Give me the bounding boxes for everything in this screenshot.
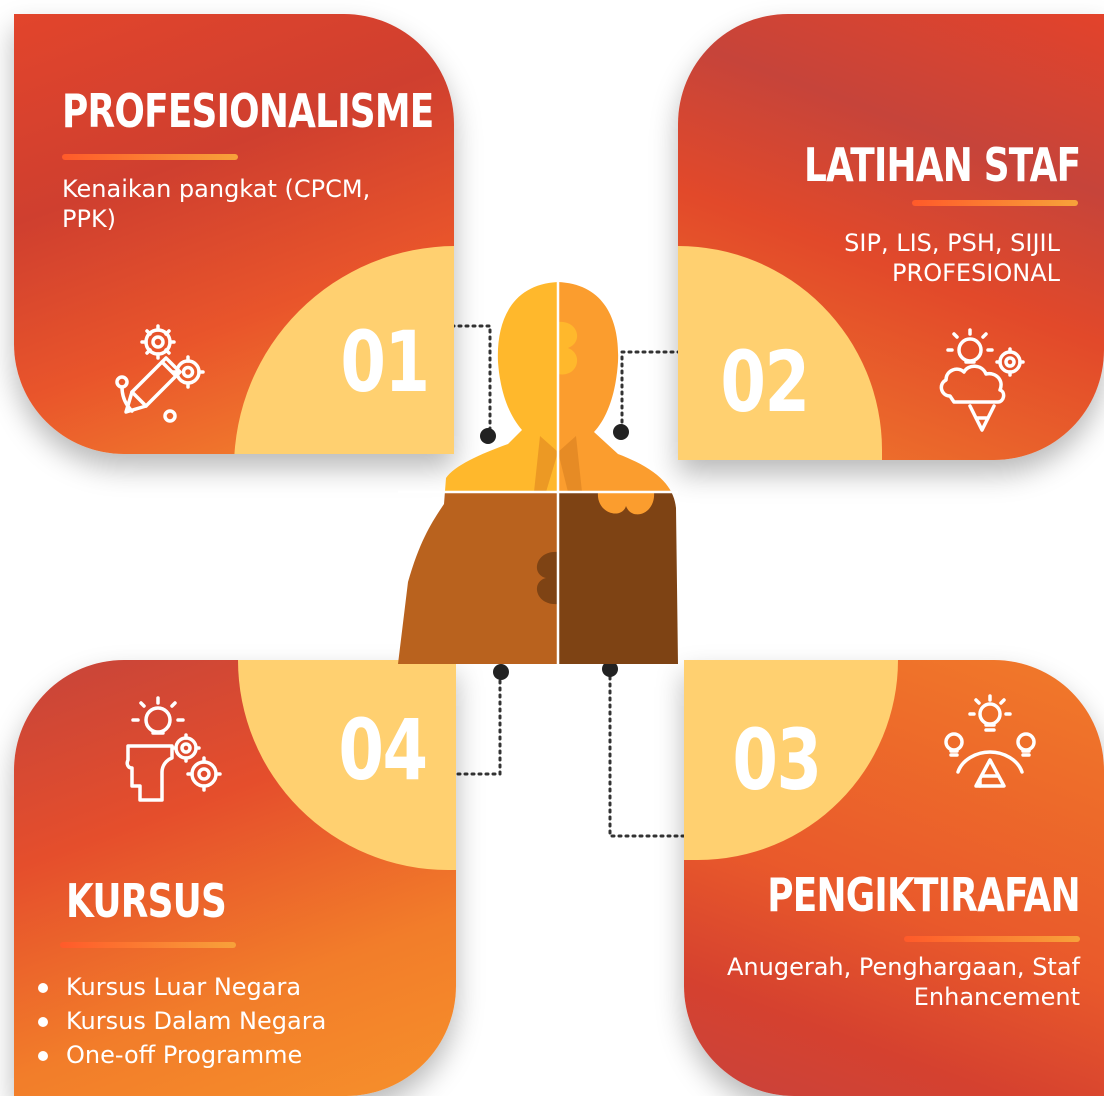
title-underline bbox=[912, 200, 1078, 206]
card-title: LATIHAN STAF bbox=[803, 138, 1081, 192]
card-title: PENGIKTIRAFAN bbox=[767, 868, 1080, 922]
title-underline bbox=[904, 936, 1080, 942]
card-number: 01 bbox=[340, 313, 430, 411]
list-item: One-off Programme bbox=[34, 1038, 326, 1072]
head-bulb-gears-icon bbox=[125, 696, 222, 802]
title-underline bbox=[60, 942, 236, 948]
bulbs-pencil-icon bbox=[944, 694, 1036, 788]
puzzle-businessman-icon bbox=[398, 282, 678, 664]
card-description: Kenaikan pangkat (CPCM, PPK) bbox=[62, 175, 371, 233]
card-number: 02 bbox=[720, 333, 810, 431]
card-pengiktirafan: 03 PENGIKTIRAFAN Anugerah, Penghargaan, … bbox=[684, 660, 1104, 1096]
list-item: Kursus Luar Negara bbox=[34, 970, 326, 1004]
card-profesionalisme: 01 PROFESIONALISME Kenaikan pangkat (CPC… bbox=[14, 14, 454, 454]
card-description: SIP, LIS, PSH, SIJIL PROFESIONAL bbox=[844, 229, 1060, 287]
card-kursus: 04 KURSUS Kursus Luar Negara Kursus Dala… bbox=[14, 660, 456, 1096]
title-underline bbox=[62, 154, 238, 160]
card-title: KURSUS bbox=[66, 874, 227, 928]
list-item: Kursus Dalam Negara bbox=[34, 1004, 326, 1038]
card-number: 03 bbox=[732, 711, 822, 809]
card-number: 04 bbox=[338, 701, 428, 799]
card-title: PROFESIONALISME bbox=[62, 84, 434, 138]
card-description: Anugerah, Penghargaan, Staf Enhancement bbox=[727, 953, 1080, 1011]
idea-cloud-icon bbox=[939, 328, 1025, 432]
course-list: Kursus Luar Negara Kursus Dalam Negara O… bbox=[34, 970, 326, 1072]
pencil-gears-icon bbox=[115, 324, 205, 423]
card-latihan-staf: 02 LATIHAN STAF SIP, LIS, PSH, SIJIL PRO… bbox=[678, 14, 1104, 460]
